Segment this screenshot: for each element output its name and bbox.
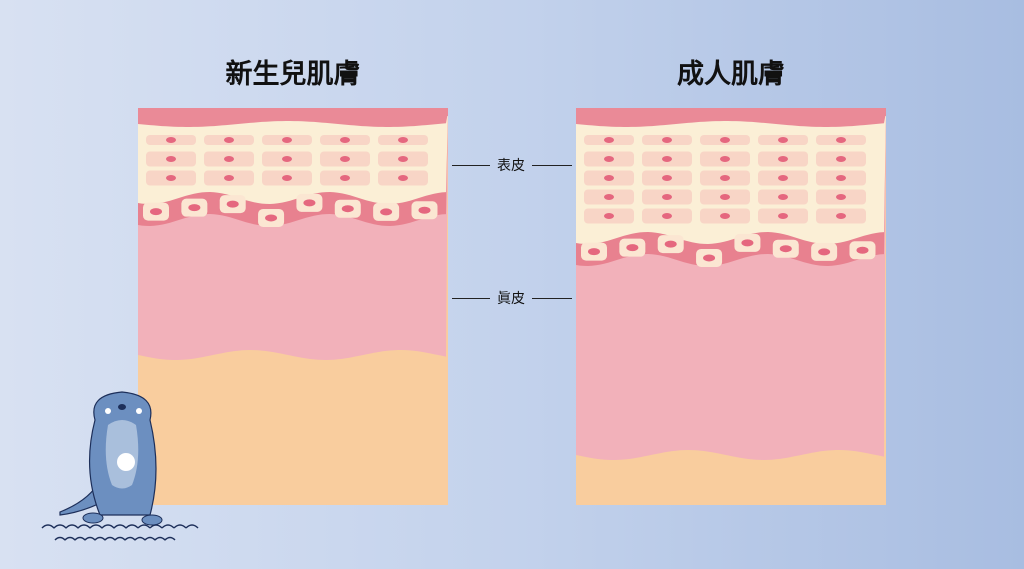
basal-nucleus (856, 246, 869, 254)
cell-nucleus (224, 175, 234, 181)
cell-nucleus (604, 137, 614, 143)
basal-nucleus (226, 200, 239, 208)
cell-nucleus (662, 213, 672, 219)
water-waves (41, 524, 199, 529)
cell-nucleus (778, 213, 788, 219)
otter-nose (118, 404, 126, 410)
cell-nucleus (604, 156, 614, 162)
cell-nucleus (778, 156, 788, 162)
cell-nucleus (282, 137, 292, 143)
cell-nucleus (604, 175, 614, 181)
cell-nucleus (398, 137, 408, 143)
cell-nucleus (398, 175, 408, 181)
cell-nucleus (662, 194, 672, 200)
basal-nucleus (588, 248, 600, 256)
cell-nucleus (282, 175, 292, 181)
basal-nucleus (150, 208, 162, 216)
basal-nucleus (741, 239, 754, 247)
cell-nucleus (836, 175, 846, 181)
otter-cheek (136, 408, 142, 414)
cell-nucleus (340, 156, 350, 162)
cell-nucleus (398, 156, 408, 162)
otter-mascot (41, 391, 199, 541)
basal-nucleus (341, 205, 354, 213)
newborn-skin-panel (138, 108, 448, 505)
cell-nucleus (282, 156, 292, 162)
dermis-leader-left (452, 298, 490, 299)
cell-nucleus (604, 194, 614, 200)
cell-nucleus (224, 156, 234, 162)
basal-nucleus (779, 245, 792, 253)
otter-foot (141, 514, 163, 526)
cell-nucleus (720, 194, 730, 200)
cell-nucleus (166, 175, 176, 181)
basal-nucleus (818, 248, 831, 256)
cell-nucleus (720, 175, 730, 181)
cell-nucleus (604, 213, 614, 219)
basal-nucleus (626, 244, 639, 252)
otter-foot (82, 512, 104, 524)
stratum-top (138, 108, 448, 116)
cell-nucleus (224, 137, 234, 143)
basal-nucleus (380, 208, 393, 216)
cell-nucleus (720, 156, 730, 162)
adult-skin-title: 成人肌膚 (677, 59, 785, 90)
cell-nucleus (836, 194, 846, 200)
cell-nucleus (662, 175, 672, 181)
basal-nucleus (265, 214, 278, 222)
basal-nucleus (664, 240, 677, 248)
dermis-leader-right (532, 298, 572, 299)
basal-nucleus (303, 199, 316, 207)
cell-nucleus (166, 137, 176, 143)
cell-nucleus (340, 175, 350, 181)
water-waves (54, 536, 176, 541)
cell-nucleus (836, 213, 846, 219)
cell-nucleus (166, 156, 176, 162)
otter-cheek (105, 408, 111, 414)
cell-nucleus (662, 156, 672, 162)
basal-nucleus (418, 206, 431, 214)
epidermis-leader-left (452, 165, 490, 166)
basal-nucleus (703, 254, 716, 262)
cell-nucleus (836, 137, 846, 143)
cell-nucleus (720, 137, 730, 143)
stratum-top (576, 108, 886, 116)
cell-nucleus (778, 175, 788, 181)
cell-nucleus (778, 194, 788, 200)
cell-nucleus (340, 137, 350, 143)
cell-nucleus (662, 137, 672, 143)
epidermis-label: 表皮 (497, 158, 525, 174)
shell-icon (117, 453, 135, 471)
cell-nucleus (778, 137, 788, 143)
epidermis-leader-right (532, 165, 572, 166)
adult-skin-panel (576, 108, 886, 505)
dermis-label: 眞皮 (497, 291, 525, 307)
cell-nucleus (836, 156, 846, 162)
basal-nucleus (188, 204, 201, 212)
cell-nucleus (720, 213, 730, 219)
newborn-skin-title: 新生兒肌膚 (225, 59, 361, 90)
